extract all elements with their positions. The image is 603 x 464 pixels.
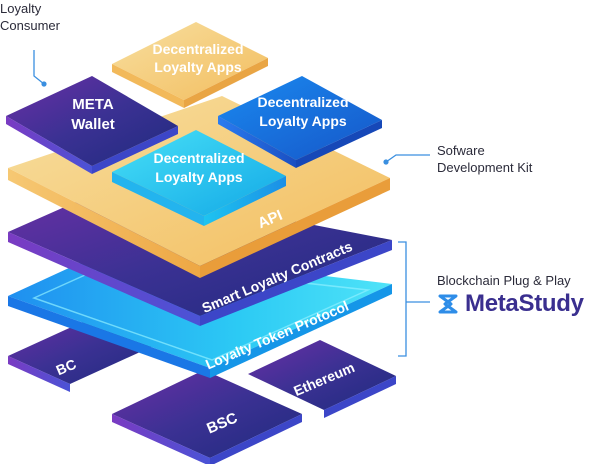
wallet-tile (6, 76, 178, 174)
bc-label: BC (54, 356, 79, 379)
app-center-label-1: Decentralized (153, 150, 244, 166)
connector-lines (33, 50, 430, 357)
sdk-line-1: Sofware (437, 143, 485, 158)
wallet-label-2: Wallet (71, 116, 115, 133)
app-center-label-2: Loyalty Apps (155, 169, 243, 185)
plug-play-note: Blockchain Plug & Play (437, 273, 571, 288)
bsc-tile (112, 370, 302, 464)
loyalty-consumer-note: Loyalty Consumer (0, 0, 60, 34)
app-top-tile (112, 22, 268, 108)
app-center-tile (112, 130, 286, 226)
brand-name: MetaStudy (465, 290, 584, 317)
app-top-label-1: Decentralized (152, 41, 243, 57)
sdk-note: Sofware Development Kit (437, 142, 532, 176)
ethereum-tile (248, 340, 396, 418)
loyalty-consumer-line-2: Consumer (0, 18, 60, 33)
loyalty-consumer-line-1: Loyalty (0, 1, 42, 16)
wallet-label-1: META (72, 96, 114, 113)
app-top-label-2: Loyalty Apps (154, 59, 242, 75)
app-right-label-1: Decentralized (257, 94, 348, 110)
app-right-tile (218, 76, 382, 168)
app-right-label-2: Loyalty Apps (259, 113, 347, 129)
sdk-line-2: Development Kit (437, 160, 533, 175)
metastudy-logo-icon (438, 294, 458, 314)
metastudy-brand: MetaStudy (437, 290, 584, 318)
